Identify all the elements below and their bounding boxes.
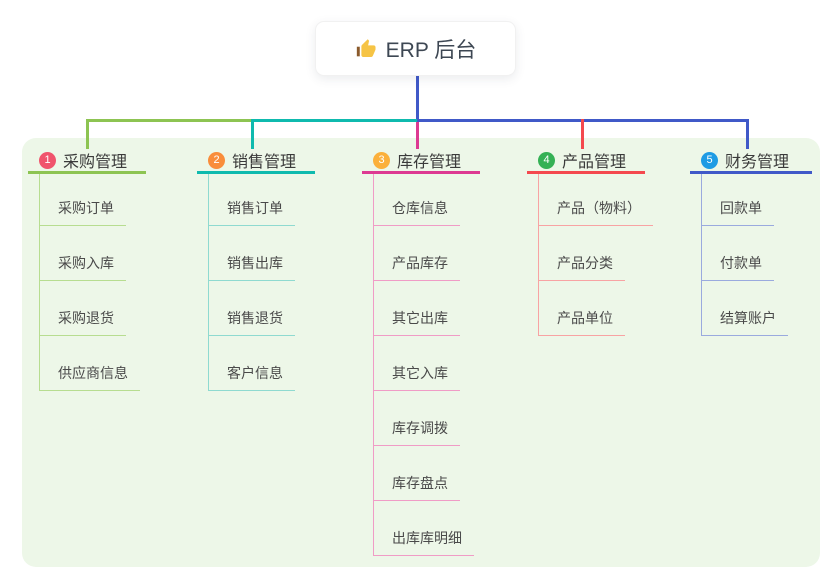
child-label: 客户信息 — [209, 363, 295, 391]
branch-number-badge: 4 — [538, 151, 555, 169]
child-label: 库存调拨 — [374, 418, 460, 446]
branch-title: 产品管理 — [562, 154, 627, 171]
branch-header-product[interactable]: 4 产品管理 — [527, 149, 645, 174]
branch-number-badge: 1 — [39, 151, 56, 169]
child-label: 采购退货 — [40, 308, 126, 336]
child-label: 出库库明细 — [374, 528, 474, 556]
child-label: 付款单 — [702, 253, 774, 281]
child-node[interactable]: 产品（物料） — [539, 174, 677, 226]
branch-title: 库存管理 — [397, 154, 462, 171]
child-node[interactable]: 其它出库 — [374, 281, 512, 336]
connector-drop-purchase — [86, 119, 89, 149]
child-node[interactable]: 库存调拨 — [374, 391, 512, 446]
connector-horizontal-teal — [252, 119, 417, 122]
background-panel — [22, 138, 820, 567]
branch-header-purchase[interactable]: 1 采购管理 — [28, 149, 146, 174]
child-node[interactable]: 产品单位 — [539, 281, 677, 336]
child-label: 销售订单 — [209, 198, 295, 226]
child-label: 产品（物料） — [539, 198, 653, 226]
child-label: 产品单位 — [539, 308, 625, 336]
child-label: 供应商信息 — [40, 363, 140, 391]
connector-drop-product — [581, 119, 584, 149]
child-node[interactable]: 销售订单 — [209, 174, 347, 226]
branch-children: 销售订单 销售出库 销售退货 客户信息 — [208, 174, 347, 391]
root-node[interactable]: ERP 后台 — [315, 21, 516, 76]
child-node[interactable]: 销售退货 — [209, 281, 347, 336]
branch-product: 4 产品管理 产品（物料） 产品分类 产品单位 — [527, 149, 677, 336]
child-node[interactable]: 采购订单 — [40, 174, 178, 226]
child-label: 其它出库 — [374, 308, 460, 336]
child-node[interactable]: 结算账户 — [702, 281, 839, 336]
child-node[interactable]: 产品库存 — [374, 226, 512, 281]
child-label: 销售出库 — [209, 253, 295, 281]
branch-number-badge: 2 — [208, 151, 225, 169]
thumbs-up-icon — [355, 38, 377, 60]
child-label: 回款单 — [702, 198, 774, 226]
branch-children: 仓库信息 产品库存 其它出库 其它入库 库存调拨 库存盘点 出库库明细 — [373, 174, 512, 556]
child-node[interactable]: 产品分类 — [539, 226, 677, 281]
child-node[interactable]: 采购入库 — [40, 226, 178, 281]
child-label: 采购入库 — [40, 253, 126, 281]
branch-purchase: 1 采购管理 采购订单 采购入库 采购退货 供应商信息 — [28, 149, 178, 391]
connector-horizontal-green — [87, 119, 253, 122]
connector-drop-finance — [746, 119, 749, 149]
branch-title: 采购管理 — [63, 154, 128, 171]
connector-drop-inventory — [416, 122, 419, 149]
branch-header-sales[interactable]: 2 销售管理 — [197, 149, 315, 174]
root-label: ERP 后台 — [385, 38, 477, 62]
child-node[interactable]: 回款单 — [702, 174, 839, 226]
branch-children: 产品（物料） 产品分类 产品单位 — [538, 174, 677, 336]
branch-children: 回款单 付款单 结算账户 — [701, 174, 839, 336]
connector-root-stem — [416, 76, 419, 120]
branch-inventory: 3 库存管理 仓库信息 产品库存 其它出库 其它入库 库存调拨 库存盘点 出库库… — [362, 149, 512, 556]
branch-children: 采购订单 采购入库 采购退货 供应商信息 — [39, 174, 178, 391]
child-node[interactable]: 付款单 — [702, 226, 839, 281]
child-node[interactable]: 销售出库 — [209, 226, 347, 281]
branch-header-finance[interactable]: 5 财务管理 — [690, 149, 812, 174]
child-label: 采购订单 — [40, 198, 126, 226]
child-label: 产品分类 — [539, 253, 625, 281]
child-node[interactable]: 仓库信息 — [374, 174, 512, 226]
branch-number-badge: 3 — [373, 151, 390, 169]
child-node[interactable]: 库存盘点 — [374, 446, 512, 501]
branch-title: 销售管理 — [232, 154, 297, 171]
child-node[interactable]: 出库库明细 — [374, 501, 512, 556]
child-node[interactable]: 其它入库 — [374, 336, 512, 391]
child-label: 库存盘点 — [374, 473, 460, 501]
branch-finance: 5 财务管理 回款单 付款单 结算账户 — [690, 149, 839, 336]
branch-header-inventory[interactable]: 3 库存管理 — [362, 149, 480, 174]
branch-sales: 2 销售管理 销售订单 销售出库 销售退货 客户信息 — [197, 149, 347, 391]
child-label: 结算账户 — [702, 308, 788, 336]
child-node[interactable]: 客户信息 — [209, 336, 347, 391]
child-label: 仓库信息 — [374, 198, 460, 226]
child-label: 产品库存 — [374, 253, 460, 281]
child-label: 销售退货 — [209, 308, 295, 336]
connector-drop-sales — [251, 119, 254, 149]
child-node[interactable]: 供应商信息 — [40, 336, 178, 391]
branch-number-badge: 5 — [701, 151, 718, 169]
child-node[interactable]: 采购退货 — [40, 281, 178, 336]
child-label: 其它入库 — [374, 363, 460, 391]
branch-title: 财务管理 — [725, 154, 790, 171]
